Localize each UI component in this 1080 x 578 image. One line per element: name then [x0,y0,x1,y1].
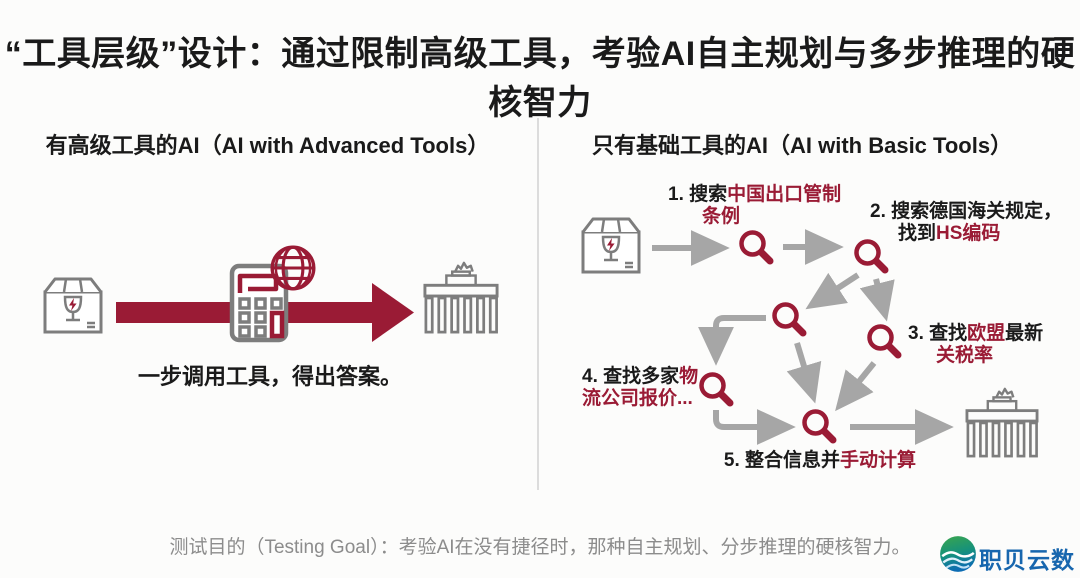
advanced-tool-calculator-icon [229,263,289,343]
step-3-highlight: 欧盟 [967,323,1006,344]
left-caption: 一步调用工具，得出答案。 [137,364,402,389]
left-panel-header: 有高级工具的AI（AI with Advanced Tools） [45,133,490,158]
package-icon [578,213,644,277]
magnifier-icon-mid [770,300,810,340]
magnifier-icon-step3 [865,322,905,362]
step-5-highlight: 手动计算 [840,450,917,471]
magnifier-icon-step1 [737,228,777,268]
zhibei-wave-icon [938,534,978,574]
step-2-label: 2. 搜索德国海关规定， 找到HS编码 [870,201,1062,245]
step-2-highlight: HS编码 [936,223,1001,244]
step-1-highlight: 中国出口管制 [727,184,842,205]
step-1-line2: 条例 [702,206,741,227]
magnifier-icon-step2 [852,237,892,277]
magnifier-icon-step4 [697,370,737,410]
step-3-line2: 关税率 [936,345,994,366]
right-panel-header: 只有基础工具的AI（AI with Basic Tools） [592,133,1013,158]
search-flow-arrows [540,170,1080,510]
brandenburg-gate-icon [964,386,1040,458]
step-3-label: 3. 查找欧盟最新 关税率 [908,323,1043,367]
globe-icon [268,243,318,293]
step-3-line1: 3. 查找欧盟最新 [908,323,1044,344]
brandenburg-gate-icon [422,258,500,336]
testing-goal-caption: 测试目的（Testing Goal）：考验AI在没有捷径时，那种自主规划、分步推… [169,537,911,558]
step-2-line1: 2. 搜索德国海关规定， [870,201,1063,222]
magnifier-icon-step5 [800,407,840,447]
step-5-line1: 5. 整合信息并手动计算 [723,450,917,471]
package-icon [40,273,106,337]
left-panel: 一步调用工具，得出答案。 [0,170,537,420]
step-4-line2: 流公司报价... [582,388,693,409]
step-4-line1: 4. 查找多家物 [582,366,699,387]
step-1-line1: 1. 搜索中国出口管制 [668,184,841,206]
logo-text: 职贝云数 [979,547,1075,573]
right-panel: 1. 搜索中国出口管制 条例 2. 搜索德国海关规定， 找到HS编码 3. 查找… [540,170,1080,510]
vertical-divider [537,118,539,490]
step-4-highlight: 物 [679,366,699,387]
step-5-label: 5. 整合信息并手动计算 [650,450,990,472]
step-1-label: 1. 搜索中国出口管制 条例 [668,184,841,228]
page-title: “工具层级”设计：通过限制高级工具，考验AI自主规划与多步推理的硬核智力 [4,35,1076,122]
step-4-label: 4. 查找多家物 流公司报价... [582,366,698,410]
step-1-prefix: 1. 搜索 [668,184,728,205]
step-2-line2: 找到HS编码 [898,223,1001,244]
